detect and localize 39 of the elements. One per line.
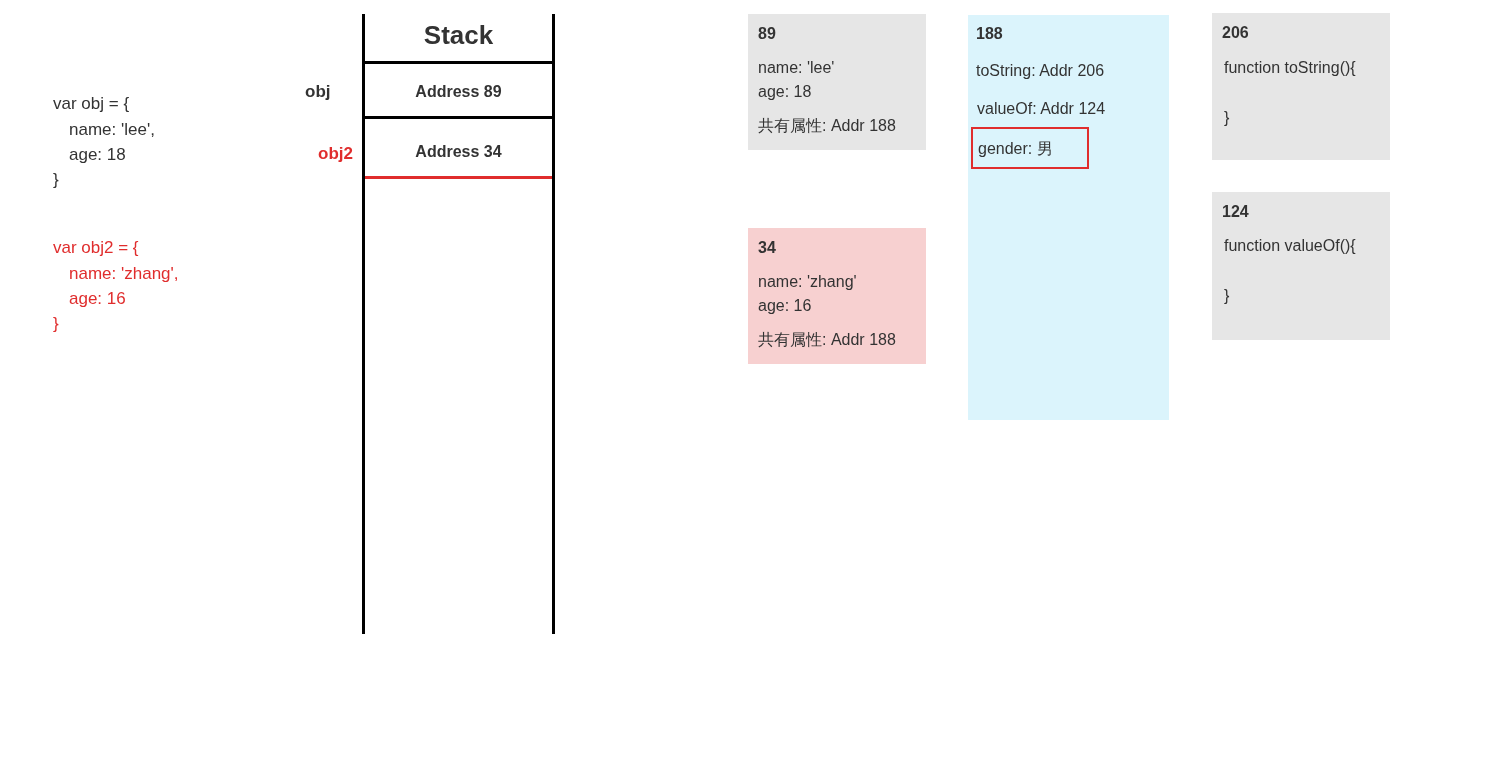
address-number: 124 xyxy=(1222,202,1249,222)
address-number: 34 xyxy=(758,238,776,258)
variable-name: obj2 xyxy=(318,143,353,165)
heap-object-block xyxy=(748,228,926,364)
property-text: name: 'zhang' xyxy=(758,272,857,292)
code-line: name: 'zhang', xyxy=(69,263,179,285)
function-block xyxy=(1212,192,1390,340)
property-text: function valueOf(){ xyxy=(1224,236,1356,256)
stack-slot xyxy=(365,61,552,119)
address-number: 89 xyxy=(758,24,776,44)
code-line: age: 16 xyxy=(69,288,126,310)
heap-object-block xyxy=(748,14,926,150)
address-number: 188 xyxy=(976,24,1003,44)
code-line: } xyxy=(53,313,59,335)
address-number: 206 xyxy=(1222,23,1249,43)
highlight-frame xyxy=(971,127,1089,169)
code-line: var obj = { xyxy=(53,93,130,115)
stack-title: Stack xyxy=(422,19,495,52)
property-text: function toString(){ xyxy=(1224,58,1356,78)
property-text: } xyxy=(1224,286,1230,306)
property-text: 共有属性: Addr 188 xyxy=(758,116,896,136)
property-text: gender: 男 xyxy=(978,139,1053,159)
property-text: name: 'lee' xyxy=(758,58,835,78)
code-line: var obj2 = { xyxy=(53,237,139,259)
prototype-block xyxy=(968,15,1169,420)
property-text: age: 18 xyxy=(758,82,812,102)
address-value: Address 34 xyxy=(415,142,502,162)
code-line: } xyxy=(53,169,59,191)
variable-name: obj xyxy=(305,81,331,103)
property-text: toString: Addr 206 xyxy=(976,61,1105,81)
property-text: valueOf: Addr 124 xyxy=(977,99,1106,119)
property-text: 共有属性: Addr 188 xyxy=(758,330,896,350)
property-text: } xyxy=(1224,108,1230,128)
code-line: name: 'lee', xyxy=(69,119,155,141)
code-line: age: 18 xyxy=(69,144,126,166)
address-value: Address 89 xyxy=(415,82,502,102)
property-text: age: 16 xyxy=(758,296,812,316)
function-block xyxy=(1212,13,1390,160)
stack-column xyxy=(362,14,555,634)
